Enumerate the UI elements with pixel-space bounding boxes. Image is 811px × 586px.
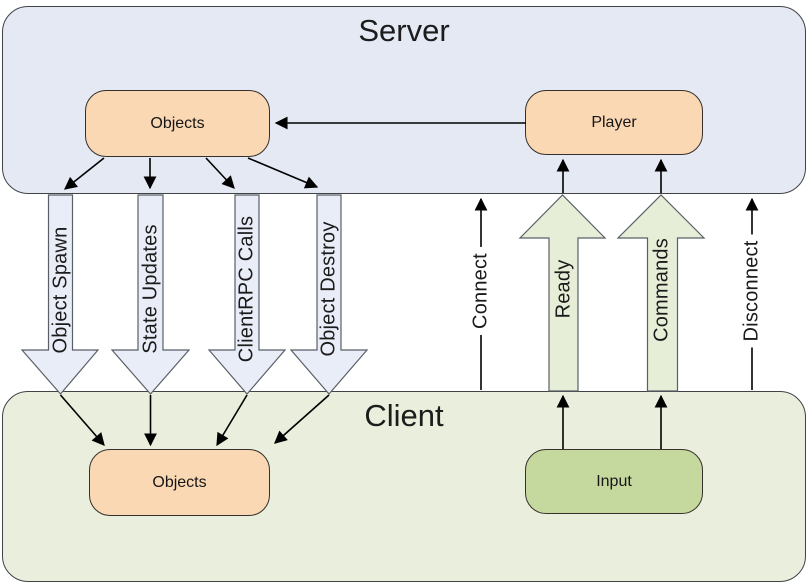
input-node: Input bbox=[525, 449, 703, 514]
input-label: Input bbox=[596, 472, 632, 490]
clientrpc-calls-label: ClientRPC Calls bbox=[235, 215, 258, 363]
client-title: Client bbox=[364, 398, 444, 433]
client-objects-node: Objects bbox=[89, 449, 270, 516]
server-objects-label: Objects bbox=[150, 114, 205, 132]
client-objects-label: Objects bbox=[152, 473, 207, 491]
connect-label: Connect bbox=[467, 247, 495, 335]
server-objects-node: Objects bbox=[85, 90, 270, 157]
object-spawn-label: Object Spawn bbox=[49, 226, 72, 354]
object-destroy-label: Object Destroy bbox=[317, 221, 340, 357]
disconnect-label: Disconnect bbox=[738, 234, 766, 348]
server-zone: Server Objects Player bbox=[2, 6, 806, 194]
ready-label: Ready bbox=[552, 259, 575, 319]
server-title: Server bbox=[358, 13, 450, 48]
commands-label: Commands bbox=[650, 238, 673, 342]
player-node: Player bbox=[525, 90, 703, 155]
state-updates-label: State Updates bbox=[139, 224, 162, 354]
client-zone: Client Objects Input bbox=[2, 391, 806, 582]
player-label: Player bbox=[591, 113, 637, 131]
